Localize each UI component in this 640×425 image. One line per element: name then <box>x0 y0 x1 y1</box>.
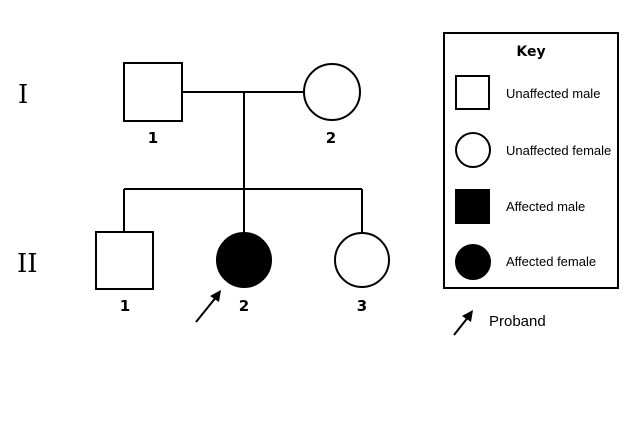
individual-II-1-unaffected-male <box>95 231 154 290</box>
generation-label-2: II <box>17 249 38 279</box>
individual-II-3-number: 3 <box>357 297 367 315</box>
individual-I-1-number: 1 <box>148 129 158 147</box>
individual-I-1-unaffected-male <box>123 62 183 122</box>
individual-I-2-unaffected-female <box>303 63 361 121</box>
key-proband-label: Proband <box>489 313 546 330</box>
proband-arrow-icon <box>195 290 221 323</box>
key-open-square-icon <box>455 75 490 110</box>
key-item-label-4: Affected female <box>506 254 596 269</box>
key-open-circle-icon <box>455 132 491 168</box>
individual-II-2-number: 2 <box>239 297 249 315</box>
key-title: Key <box>516 44 545 60</box>
individual-II-1-number: 1 <box>120 297 130 315</box>
individual-I-2-number: 2 <box>326 129 336 147</box>
key-item-label-1: Unaffected male <box>506 86 600 101</box>
individual-II-2-affected-female <box>216 232 272 288</box>
generation-label-1: I <box>18 80 28 110</box>
key-filled-circle-icon <box>455 244 491 280</box>
individual-II-3-unaffected-female <box>334 232 390 288</box>
key-item-label-3: Affected male <box>506 199 585 214</box>
key-item-label-2: Unaffected female <box>506 143 611 158</box>
key-legend: Key Unaffected male Unaffected female Af… <box>443 32 619 289</box>
key-proband-arrow-icon <box>453 310 473 336</box>
key-filled-square-icon <box>455 189 490 224</box>
